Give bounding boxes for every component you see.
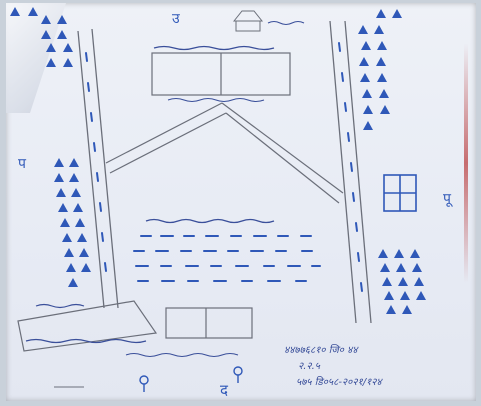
crop-field [133, 235, 321, 282]
sketch-map: उ प पू द ४४७७६८१० जि० ४४ २.२.५ ५७५ डि०५८… [10, 7, 453, 399]
house-right [383, 174, 417, 212]
building-bottom [165, 307, 253, 339]
compass-south-label: द [220, 381, 229, 399]
label-scribble-field [145, 218, 275, 224]
note-line-3: ५७५ डि०५८-२०२१/१२४ [296, 376, 383, 388]
label-scribble-top-right [267, 20, 305, 26]
note-line-1: ४४७७६८१० जि० ४४ [284, 344, 359, 356]
road-left-markings [85, 52, 107, 272]
tree-cluster-right-bottom [378, 249, 426, 314]
tree-small-icons [139, 366, 243, 392]
road-right-markings [338, 42, 363, 292]
label-scribble-under-building [167, 97, 265, 103]
label-scribble-bottom-road [35, 303, 85, 309]
paper-sheet: उ प पू द ४४७७६८१० जि० ४४ २.२.५ ५७५ डि०५८… [6, 3, 476, 401]
compass-west-label: प [18, 156, 27, 172]
tree-cluster-top-left [10, 7, 73, 67]
compass-north-label: उ [172, 11, 180, 27]
tree-cluster-right-top [358, 9, 402, 130]
note-line-2: २.२.५ [298, 361, 321, 372]
tree-cluster-left [54, 158, 91, 287]
road-bottom-left [17, 300, 158, 352]
red-ink-edge [464, 43, 468, 283]
building-top [151, 52, 291, 96]
label-scribble-bottom-middle [125, 352, 239, 358]
road-right [329, 20, 372, 324]
label-scribble-bottom-left [25, 338, 147, 344]
compass-east-label: पू [443, 191, 453, 207]
building-sketch-top [232, 10, 264, 32]
road-left [77, 28, 119, 309]
label-scribble-top [153, 45, 275, 51]
road-diagonals [105, 102, 344, 204]
signature-notes: ४४७७६८१० जि० ४४ २.२.५ ५७५ डि०५८-२०२१/१२४ [284, 344, 383, 388]
